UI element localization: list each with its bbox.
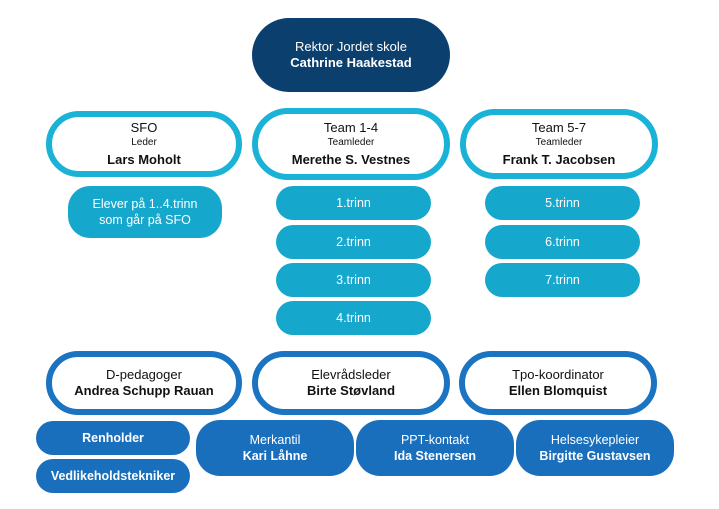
principal-name: Cathrine Haakestad bbox=[290, 55, 412, 70]
sfo-students-line1: Elever på 1..4.trinn bbox=[92, 196, 198, 211]
contact-title: Helsesykepleier bbox=[550, 432, 640, 447]
grade-pill: 6.trinn bbox=[485, 225, 640, 259]
unit-box-team-5-7: Team 5-7 Teamleder Frank T. Jacobsen bbox=[460, 109, 658, 179]
contact-box: Merkantil Kari Låhne bbox=[196, 420, 354, 476]
grade-label: 5.trinn bbox=[545, 195, 580, 210]
unit-title: Team 1-4 bbox=[323, 120, 379, 135]
grade-label: 4.trinn bbox=[336, 310, 371, 325]
grade-pill: 3.trinn bbox=[276, 263, 431, 297]
grade-label: 1.trinn bbox=[336, 195, 371, 210]
staff-lead-name: Ellen Blomquist bbox=[508, 383, 608, 398]
grade-label: 7.trinn bbox=[545, 272, 580, 287]
staff-lead-box: Elevrådsleder Birte Støvland bbox=[252, 351, 450, 415]
unit-title: Team 5-7 bbox=[531, 120, 587, 135]
contact-title: PPT-kontakt bbox=[400, 432, 470, 447]
contact-name: Ida Stenersen bbox=[394, 449, 476, 463]
unit-box-team-1-4: Team 1-4 Teamleder Merethe S. Vestnes bbox=[252, 108, 450, 180]
support-label: Renholder bbox=[82, 430, 144, 445]
grade-pill: 5.trinn bbox=[485, 186, 640, 220]
unit-leader-name: Merethe S. Vestnes bbox=[291, 151, 411, 167]
grade-pill: 7.trinn bbox=[485, 263, 640, 297]
staff-lead-title: Tpo-koordinator bbox=[512, 366, 604, 382]
sfo-students-box: Elever på 1..4.trinn som går på SFO bbox=[68, 186, 222, 238]
staff-lead-box: D-pedagoger Andrea Schupp Rauan bbox=[46, 351, 242, 415]
grade-label: 2.trinn bbox=[336, 234, 371, 249]
staff-lead-name: Birte Støvland bbox=[306, 383, 396, 398]
support-label: Vedlikeholdstekniker bbox=[50, 468, 176, 483]
contact-box: PPT-kontakt Ida Stenersen bbox=[356, 420, 514, 476]
contact-box: Helsesykepleier Birgitte Gustavsen bbox=[516, 420, 674, 476]
unit-leader-name: Lars Moholt bbox=[107, 151, 181, 167]
support-pill: Vedlikeholdstekniker bbox=[36, 459, 190, 493]
sfo-students-line2: som går på SFO bbox=[99, 213, 191, 227]
staff-lead-box: Tpo-koordinator Ellen Blomquist bbox=[459, 351, 657, 415]
staff-lead-title: D-pedagoger bbox=[106, 366, 182, 382]
grade-pill: 4.trinn bbox=[276, 301, 431, 335]
unit-title: SFO bbox=[130, 120, 158, 135]
staff-lead-title: Elevrådsleder bbox=[311, 366, 391, 382]
contact-name: Birgitte Gustavsen bbox=[539, 449, 651, 463]
staff-lead-name: Andrea Schupp Rauan bbox=[74, 383, 214, 398]
contact-name: Kari Låhne bbox=[242, 449, 308, 463]
support-pill: Renholder bbox=[36, 421, 190, 455]
contact-title: Merkantil bbox=[249, 432, 301, 447]
principal-box: Rektor Jordet skole Cathrine Haakestad bbox=[252, 18, 450, 92]
unit-leader-name: Frank T. Jacobsen bbox=[502, 151, 616, 167]
unit-role: Teamleder bbox=[535, 137, 583, 149]
principal-title: Rektor Jordet skole bbox=[295, 38, 407, 54]
grade-label: 6.trinn bbox=[545, 234, 580, 249]
unit-role: Leder bbox=[131, 137, 157, 149]
unit-box-sfo: SFO Leder Lars Moholt bbox=[46, 111, 242, 177]
grade-pill: 2.trinn bbox=[276, 225, 431, 259]
grade-label: 3.trinn bbox=[336, 272, 371, 287]
unit-role: Teamleder bbox=[327, 137, 375, 149]
grade-pill: 1.trinn bbox=[276, 186, 431, 220]
